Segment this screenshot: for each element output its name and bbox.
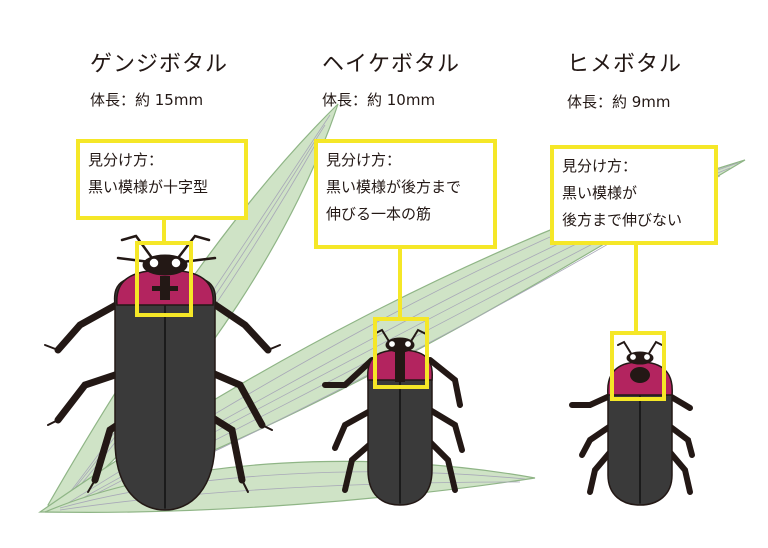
species-name-heike: ヘイケボタル (322, 52, 461, 77)
callout-line: 黒い模様が (562, 184, 638, 202)
legs (322, 357, 465, 493)
species-size-genji: 体長：約 15mm (90, 91, 204, 109)
callout-hime: 見分け方： 黒い模様が 後方まで伸びない (550, 145, 718, 245)
species-size-hime: 体長：約 9mm (567, 93, 671, 111)
leg-tips (44, 344, 281, 493)
species-name-hime: ヒメボタル (567, 52, 683, 77)
firefly-heike (322, 328, 465, 506)
antennae (617, 340, 663, 356)
species-size-heike: 体長：約 10mm (322, 91, 436, 109)
legs (569, 392, 695, 495)
highlight-connectors (135, 218, 666, 401)
callout-line: 黒い模様が十字型 (88, 178, 209, 196)
callout-line: 後方まで伸びない (562, 211, 683, 229)
callout-line: 見分け方： (326, 151, 402, 169)
firefly-hime (569, 340, 695, 506)
callout-line: 見分け方： (88, 151, 164, 169)
firefly-genji (44, 234, 281, 511)
callout-line: 黒い模様が後方まで (326, 178, 462, 196)
callout-line: 伸びる一本の筋 (326, 205, 432, 223)
callout-genji: 見分け方： 黒い模様が十字型 (76, 139, 248, 220)
callout-line: 見分け方： (562, 157, 638, 175)
species-name-genji: ゲンジボタル (90, 52, 229, 77)
callout-heike: 見分け方： 黒い模様が後方まで 伸びる一本の筋 (314, 139, 497, 249)
